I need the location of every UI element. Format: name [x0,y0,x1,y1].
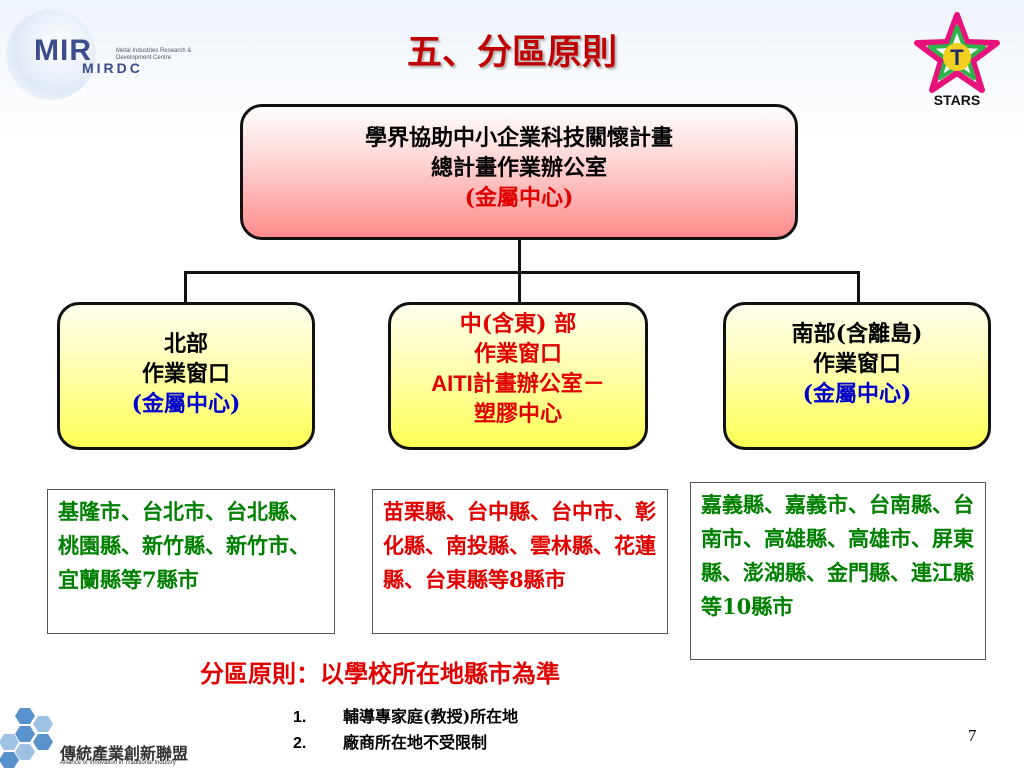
stars-label: STARS [933,92,981,108]
connector-north [184,271,187,303]
central-org: 塑膠中心 [473,401,562,427]
north-org: (金屬中心) [131,391,241,417]
north-title: 北部 [163,331,208,357]
office-name-line1: 學界協助中小企業科技關懷計畫 [364,125,673,151]
note-number: 1. [293,709,307,726]
page-number: 7 [968,726,977,745]
central-window: 作業窗口 [473,341,562,367]
hexagon-cluster-icon [0,708,53,768]
alliance-subtitle: Alliance of Innovation in Traditional In… [60,760,176,766]
north-window-box: 北部 作業窗口 (金屬中心) [57,302,315,450]
central-window-box: 中(含東) 部 作業窗口 AITI計畫辦公室－ 塑膠中心 [388,302,648,450]
connector-horizontal [184,271,860,274]
logo-sub: MIRDC [82,60,143,76]
south-title: 南部(含離島) [791,321,923,347]
stars-logo: T STARS [912,12,1002,112]
office-org: (金屬中心) [464,185,574,211]
central-office: AITI計畫辦公室－ [391,369,645,399]
office-name-line2: 總計畫作業辦公室 [430,155,607,181]
star-icon: T [914,12,1000,93]
south-window: 作業窗口 [812,351,901,377]
central-office-code: AITI [431,371,473,396]
central-title: 中(含東) 部 [459,311,577,337]
page-title: 五、分區原則 [406,32,617,73]
note-number: 2. [293,735,307,752]
stars-letter: T [950,45,964,70]
connector-central [518,271,521,303]
note-item: 1. 輔導專家庭(教授)所在地 [293,703,518,727]
connector-vertical-top [518,240,521,272]
zoning-principle: 分區原則：以學校所在地縣市為準 [200,659,560,688]
central-county-list: 苗栗縣、台中縣、台中市、彰化縣、南投縣、雲林縣、花蓮縣、台東縣等8縣市 [372,489,668,634]
note-text: 輔導專家庭(教授)所在地 [343,707,519,726]
note-item: 2. 廠商所在地不受限制 [293,729,487,753]
logo-text: MIR [34,34,92,67]
central-office-box: 學界協助中小企業科技關懷計畫 總計畫作業辦公室 (金屬中心) [240,104,798,240]
central-office-name: 計畫辦公室－ [472,371,605,397]
note-text: 廠商所在地不受限制 [343,733,488,752]
south-org: (金屬中心) [802,381,912,407]
north-window: 作業窗口 [141,361,230,387]
connector-south [857,271,860,303]
north-county-list: 基隆市、台北市、台北縣、桃園縣、新竹縣、新竹市、宜蘭縣等7縣市 [47,489,335,634]
mirdc-logo: MIR MIRDC Metal Industries Research & De… [6,10,256,100]
globe-icon [6,10,96,100]
logo-caption: Metal Industries Research & Development … [116,48,192,61]
alliance-name: 傳統產業創新聯盟 [60,746,189,763]
south-county-list: 嘉義縣、嘉義市、台南縣、台南市、高雄縣、高雄市、屏東縣、澎湖縣、金門縣、連江縣等… [690,482,986,660]
alliance-logo: 傳統產業創新聯盟 Alliance of Innovation in Tradi… [0,700,230,773]
south-window-box: 南部(含離島) 作業窗口 (金屬中心) [723,302,991,450]
